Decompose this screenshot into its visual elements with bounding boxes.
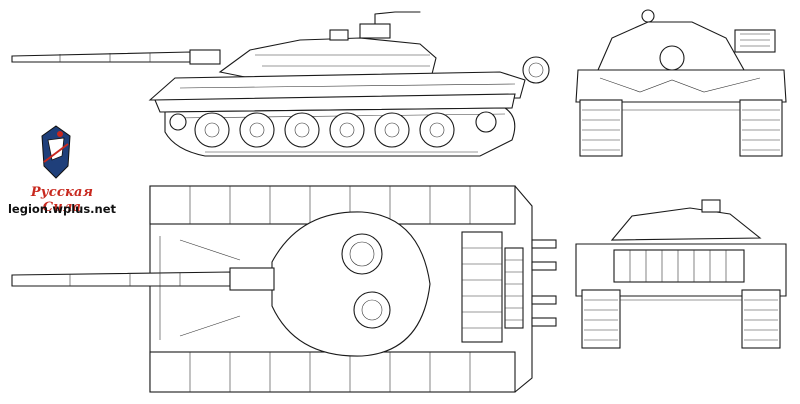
- tank-top-view-icon: [11, 185, 557, 393]
- brand-title: Русская Сила: [30, 185, 94, 215]
- tank-side-view-icon: [11, 11, 550, 157]
- brand-url[interactable]: legion.wplus.net: [7, 202, 117, 216]
- st-george-emblem-icon: [41, 125, 71, 179]
- road-wheels: [194, 112, 455, 148]
- tank-front-view-icon: [575, 9, 787, 157]
- tank-rear-view-icon: [575, 199, 787, 349]
